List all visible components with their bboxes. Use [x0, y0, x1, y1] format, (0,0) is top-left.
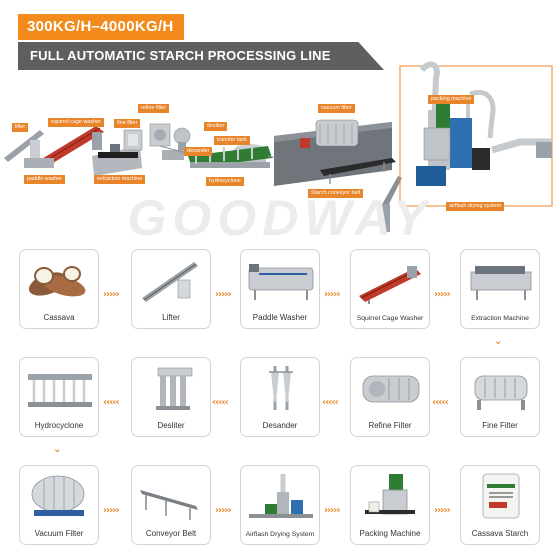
step-label: Desliter	[157, 421, 185, 430]
step-label: Extraction Machine	[471, 315, 529, 322]
arrow-down: ⌄	[53, 444, 61, 455]
step-card-lifter: Lifter	[131, 249, 211, 329]
ov-desilter	[173, 127, 191, 156]
step-card-fine-filter: Fine Filter	[460, 357, 540, 437]
arrow-right: ›››››	[324, 505, 341, 516]
ov-label-paddle-washer: paddle washer	[24, 175, 66, 184]
ov-label-airflash-drying-system: airflash drying system	[446, 202, 505, 211]
step-card-desilter: Desliter	[131, 357, 211, 437]
page-title: FULL AUTOMATIC STARCH PROCESSING LINE	[18, 42, 384, 70]
desilter-icon	[156, 367, 193, 410]
step-label: Desander	[262, 421, 298, 430]
ov-squirrel-cage-washer	[40, 126, 104, 166]
refine-filter-icon	[362, 375, 420, 403]
squirrel-cage-washer-icon	[359, 266, 421, 304]
arrow-right: ›››››	[215, 289, 232, 300]
hydrocyclone-icon	[28, 374, 92, 407]
ov-label-lifter: lifter	[12, 123, 29, 132]
ov-label-desander: desander	[184, 147, 213, 156]
step-card-airflash-drying-system: Airflash Drying System	[240, 465, 320, 545]
ov-refine-filter	[149, 123, 171, 147]
step-card-hydrocyclone: Hydrocyclone	[19, 357, 99, 437]
ov-fine-filter	[123, 129, 143, 151]
ov-label-hydrocyclone: hydrocyclone	[206, 177, 244, 186]
ov-airflash-drying-system	[399, 61, 553, 207]
step-card-vacuum-filter: Vacuum Filter	[19, 465, 99, 545]
ov-vacuum-filter	[274, 119, 392, 186]
step-card-paddle-washer: Paddle Washer	[240, 249, 320, 329]
ov-extraction-machine	[92, 144, 142, 176]
step-card-squirrel-cage-washer: Squirrel Cage Washer	[350, 249, 430, 329]
desander-icon	[269, 366, 293, 410]
step-label: Lifter	[162, 313, 180, 322]
starch-bag-icon	[482, 473, 520, 519]
step-label: Refine Filter	[368, 421, 412, 430]
ov-label-extraction-machine: extraction machine	[94, 175, 146, 184]
conveyor-belt-icon	[140, 490, 198, 520]
step-card-refine-filter: Refine Filter	[350, 357, 430, 437]
step-label: Squirrel Cage Washer	[356, 315, 424, 322]
arrow-left: ‹‹‹‹‹	[103, 397, 120, 408]
arrow-right: ›››››	[103, 505, 120, 516]
arrow-right: ›››››	[434, 505, 451, 516]
ov-paddle-washer	[24, 158, 54, 168]
watermark: GOODWAY	[127, 190, 433, 246]
step-label: Cassava	[43, 313, 75, 322]
arrow-left: ‹‹‹‹‹	[212, 397, 229, 408]
step-card-cassava-starch: Cassava Starch	[460, 465, 540, 545]
arrow-left: ‹‹‹‹‹	[432, 397, 449, 408]
step-card-extraction-machine: Extraction Machine	[460, 249, 540, 329]
production-line-overview: lifter squirrel cage washer paddle washe…	[0, 58, 560, 248]
ov-desander	[162, 150, 184, 160]
step-card-desander: Desander	[240, 357, 320, 437]
step-card-conveyor-belt: Conveyor Belt	[131, 465, 211, 545]
ov-label-refine-filter: refine filter	[138, 104, 170, 113]
step-card-cassava: Cassava	[19, 249, 99, 329]
arrow-right: ›››››	[324, 289, 341, 300]
step-label: Packing Machine	[359, 529, 421, 538]
vacuum-filter-icon	[31, 475, 85, 516]
ov-inclined-conveyor	[380, 176, 402, 232]
ov-label-starch-conveyor-belt: Starch conveyor belt	[308, 189, 364, 198]
capacity-badge: 300KG/H–4000KG/H	[18, 14, 184, 40]
step-label: Vacuum Filter	[34, 529, 84, 538]
ov-lifter	[4, 130, 44, 162]
lifter-icon	[142, 262, 198, 302]
step-label: Hydrocyclone	[34, 421, 84, 430]
ov-starch-conveyor-belt	[320, 158, 396, 184]
packing-machine-icon	[365, 474, 415, 515]
step-label: Cassava Starch	[471, 529, 529, 538]
ov-label-desilter: desilter	[204, 122, 228, 131]
ov-label-squirrel-cage-washer: squirrel cage washer	[48, 118, 104, 127]
arrow-down: ⌄	[494, 336, 502, 347]
ov-label-packing-machine: packing machine	[428, 95, 475, 104]
arrow-right: ›››››	[103, 289, 120, 300]
arrow-left: ‹‹‹‹‹	[322, 397, 339, 408]
ov-label-vacuum-filter: vacuum filter	[318, 104, 355, 113]
step-label: Conveyor Belt	[145, 529, 197, 538]
fine-filter-icon	[474, 375, 528, 410]
paddle-washer-icon	[248, 264, 314, 300]
step-label: Airflash Drying System	[245, 531, 315, 538]
arrow-right: ›››››	[434, 289, 451, 300]
cassava-icon	[28, 266, 86, 297]
step-label: Fine Filter	[482, 421, 518, 430]
ov-label-fine-filter: fine filter	[114, 119, 141, 128]
ov-label-transfer-tank: transfer tank	[214, 136, 250, 145]
ov-packing-machine	[423, 104, 451, 161]
step-label: Paddle Washer	[252, 313, 308, 322]
arrow-right: ›››››	[215, 505, 232, 516]
production-line-illustration	[4, 61, 553, 232]
step-card-packing-machine: Packing Machine	[350, 465, 430, 545]
airflash-drying-icon	[249, 474, 313, 518]
extraction-machine-icon	[470, 266, 532, 300]
